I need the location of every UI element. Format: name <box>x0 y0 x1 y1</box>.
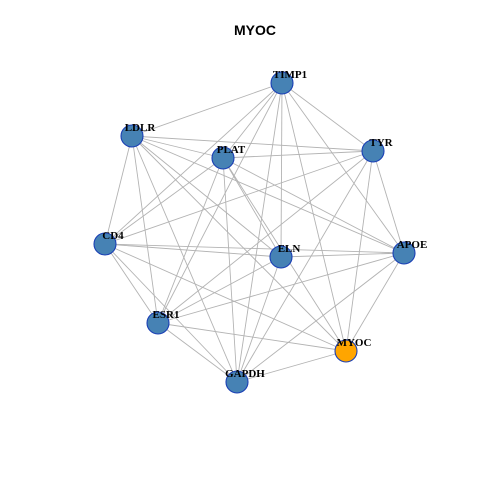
edge-cd4-eln <box>104 243 282 258</box>
edge-ldlr-myoc <box>131 135 347 352</box>
node-cd4 <box>93 232 117 256</box>
node-esr1 <box>146 311 170 335</box>
edge-timp1-gapdh <box>236 82 283 383</box>
edge-layer <box>104 82 405 383</box>
node-label-timp1: TIMP1 <box>273 69 307 81</box>
edge-tyr-cd4 <box>104 150 374 245</box>
node-label-tyr: TYR <box>369 137 393 149</box>
edge-ldlr-plat <box>131 135 224 159</box>
node-eln <box>269 245 293 269</box>
edge-timp1-eln <box>280 82 283 258</box>
edge-apoe-myoc <box>345 252 405 352</box>
edge-cd4-gapdh <box>104 243 238 383</box>
node-gapdh <box>225 370 249 394</box>
edge-timp1-tyr <box>281 82 374 152</box>
edge-plat-eln <box>222 157 282 258</box>
node-label-plat: PLAT <box>217 144 246 156</box>
node-tyr <box>361 139 385 163</box>
edge-tyr-esr1 <box>157 150 374 324</box>
edge-cd4-esr1 <box>104 243 159 324</box>
node-label-ldlr: LDLR <box>125 122 157 134</box>
edge-timp1-ldlr <box>131 82 283 137</box>
edge-plat-cd4 <box>104 157 224 245</box>
edge-myoc-gapdh <box>236 350 347 383</box>
edge-timp1-plat <box>222 82 283 159</box>
edge-ldlr-esr1 <box>131 135 159 324</box>
edge-cd4-myoc <box>104 243 347 352</box>
edge-esr1-gapdh <box>157 322 238 383</box>
edge-ldlr-apoe <box>131 135 405 254</box>
edge-ldlr-cd4 <box>104 135 133 245</box>
graph-title: MYOC <box>234 22 276 38</box>
edge-tyr-apoe <box>372 150 405 254</box>
edge-ldlr-gapdh <box>131 135 238 383</box>
edge-esr1-myoc <box>157 322 347 352</box>
edge-timp1-esr1 <box>157 82 283 324</box>
edge-tyr-myoc <box>345 150 374 352</box>
node-plat <box>211 146 235 170</box>
node-label-myoc: MYOC <box>337 337 372 349</box>
node-label-esr1: ESR1 <box>153 309 180 321</box>
edge-tyr-gapdh <box>236 150 374 383</box>
edge-eln-apoe <box>280 252 405 258</box>
node-myoc <box>334 339 358 363</box>
node-layer <box>93 71 416 394</box>
node-label-gapdh: GAPDH <box>225 368 265 380</box>
edge-ldlr-eln <box>131 135 282 258</box>
edge-plat-gapdh <box>222 157 238 383</box>
node-label-apoe: APOE <box>397 239 428 251</box>
edge-ldlr-tyr <box>131 135 374 152</box>
node-timp1 <box>270 71 294 95</box>
node-label-cd4: CD4 <box>102 230 124 242</box>
node-apoe <box>392 241 416 265</box>
edge-plat-esr1 <box>157 157 224 324</box>
edge-cd4-apoe <box>104 243 405 254</box>
edge-eln-esr1 <box>157 256 282 324</box>
edge-plat-tyr <box>222 150 374 159</box>
edge-plat-apoe <box>222 157 405 254</box>
node-label-eln: ELN <box>278 243 301 255</box>
edge-eln-gapdh <box>236 256 282 383</box>
edge-timp1-apoe <box>281 82 405 254</box>
node-ldlr <box>120 124 144 148</box>
edge-apoe-esr1 <box>157 252 405 324</box>
edge-timp1-cd4 <box>104 82 283 245</box>
edge-apoe-gapdh <box>236 252 405 383</box>
